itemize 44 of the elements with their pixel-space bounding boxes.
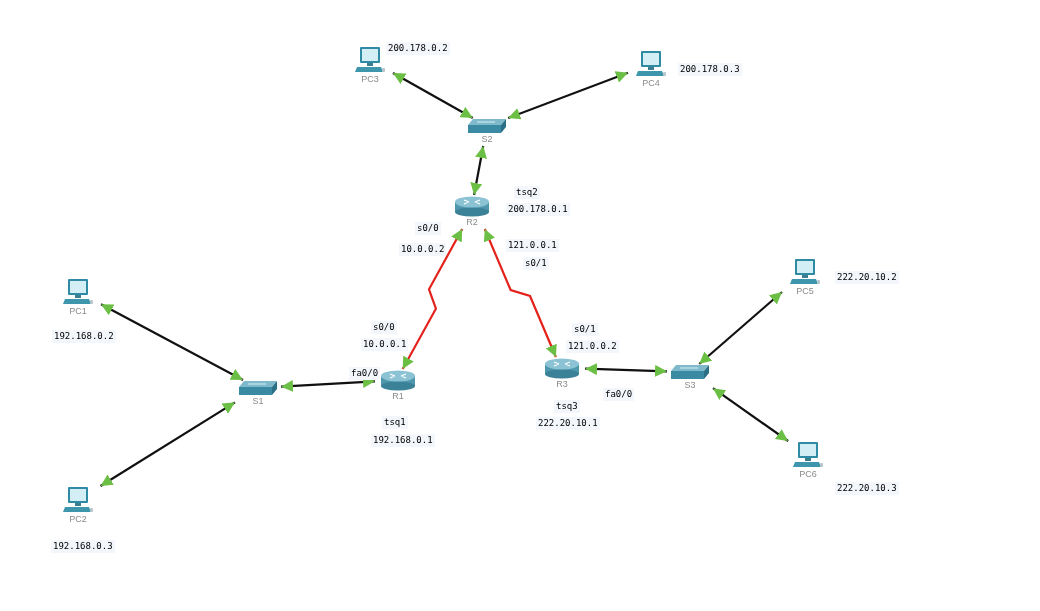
ethernet-cable xyxy=(698,291,783,365)
device-name: S2 xyxy=(481,134,493,144)
device-name: PC2 xyxy=(69,514,87,524)
interface-label: 222.20.10.2 xyxy=(835,271,899,284)
ethernet-cable xyxy=(507,71,629,120)
device-name: PC4 xyxy=(642,78,660,88)
interface-label: fa0/0 xyxy=(603,388,635,401)
interface-label: 121.0.0.1 xyxy=(506,239,559,252)
device-name: S3 xyxy=(684,380,696,390)
interface-label: 200.178.0.2 xyxy=(386,42,450,55)
interface-label: 200.178.0.3 xyxy=(678,63,742,76)
interface-label: 200.178.0.1 xyxy=(506,203,570,216)
device-name: R1 xyxy=(392,391,404,401)
device-name: PC1 xyxy=(69,306,87,316)
interface-label: 222.20.10.1 xyxy=(536,417,600,430)
interface-label: tsq2 xyxy=(514,186,540,199)
interface-label: 10.0.0.2 xyxy=(399,243,447,256)
interface-label: 192.168.0.3 xyxy=(51,540,115,553)
interface-label: tsq1 xyxy=(382,416,408,429)
interface-label: 192.168.0.2 xyxy=(52,330,116,343)
device-name: PC3 xyxy=(361,74,379,84)
interface-label: tsq3 xyxy=(554,400,580,413)
interface-label: s0/1 xyxy=(572,323,598,336)
interface-label: fa0/0 xyxy=(349,367,381,380)
interface-label: 121.0.0.2 xyxy=(566,340,619,353)
device-name: S1 xyxy=(252,396,264,406)
ethernet-cable xyxy=(712,387,789,442)
interface-label: s0/0 xyxy=(415,222,441,235)
serial-link xyxy=(401,228,464,370)
device-name: R3 xyxy=(556,379,568,389)
ethernet-cable xyxy=(100,303,244,381)
device-name: PC5 xyxy=(796,286,814,296)
device-name: PC6 xyxy=(799,469,817,479)
ethernet-cable xyxy=(584,363,668,377)
ethernet-cable xyxy=(99,401,236,487)
device-name: R2 xyxy=(466,217,478,227)
interface-label: 192.168.0.1 xyxy=(371,434,435,447)
interface-label: 222.20.10.3 xyxy=(835,482,899,495)
ethernet-cable xyxy=(470,145,487,196)
ethernet-cable xyxy=(392,72,474,119)
serial-link xyxy=(483,228,557,358)
interface-label: s0/1 xyxy=(523,257,549,270)
interface-label: 10.0.0.1 xyxy=(361,338,409,351)
interface-label: s0/0 xyxy=(371,321,397,334)
